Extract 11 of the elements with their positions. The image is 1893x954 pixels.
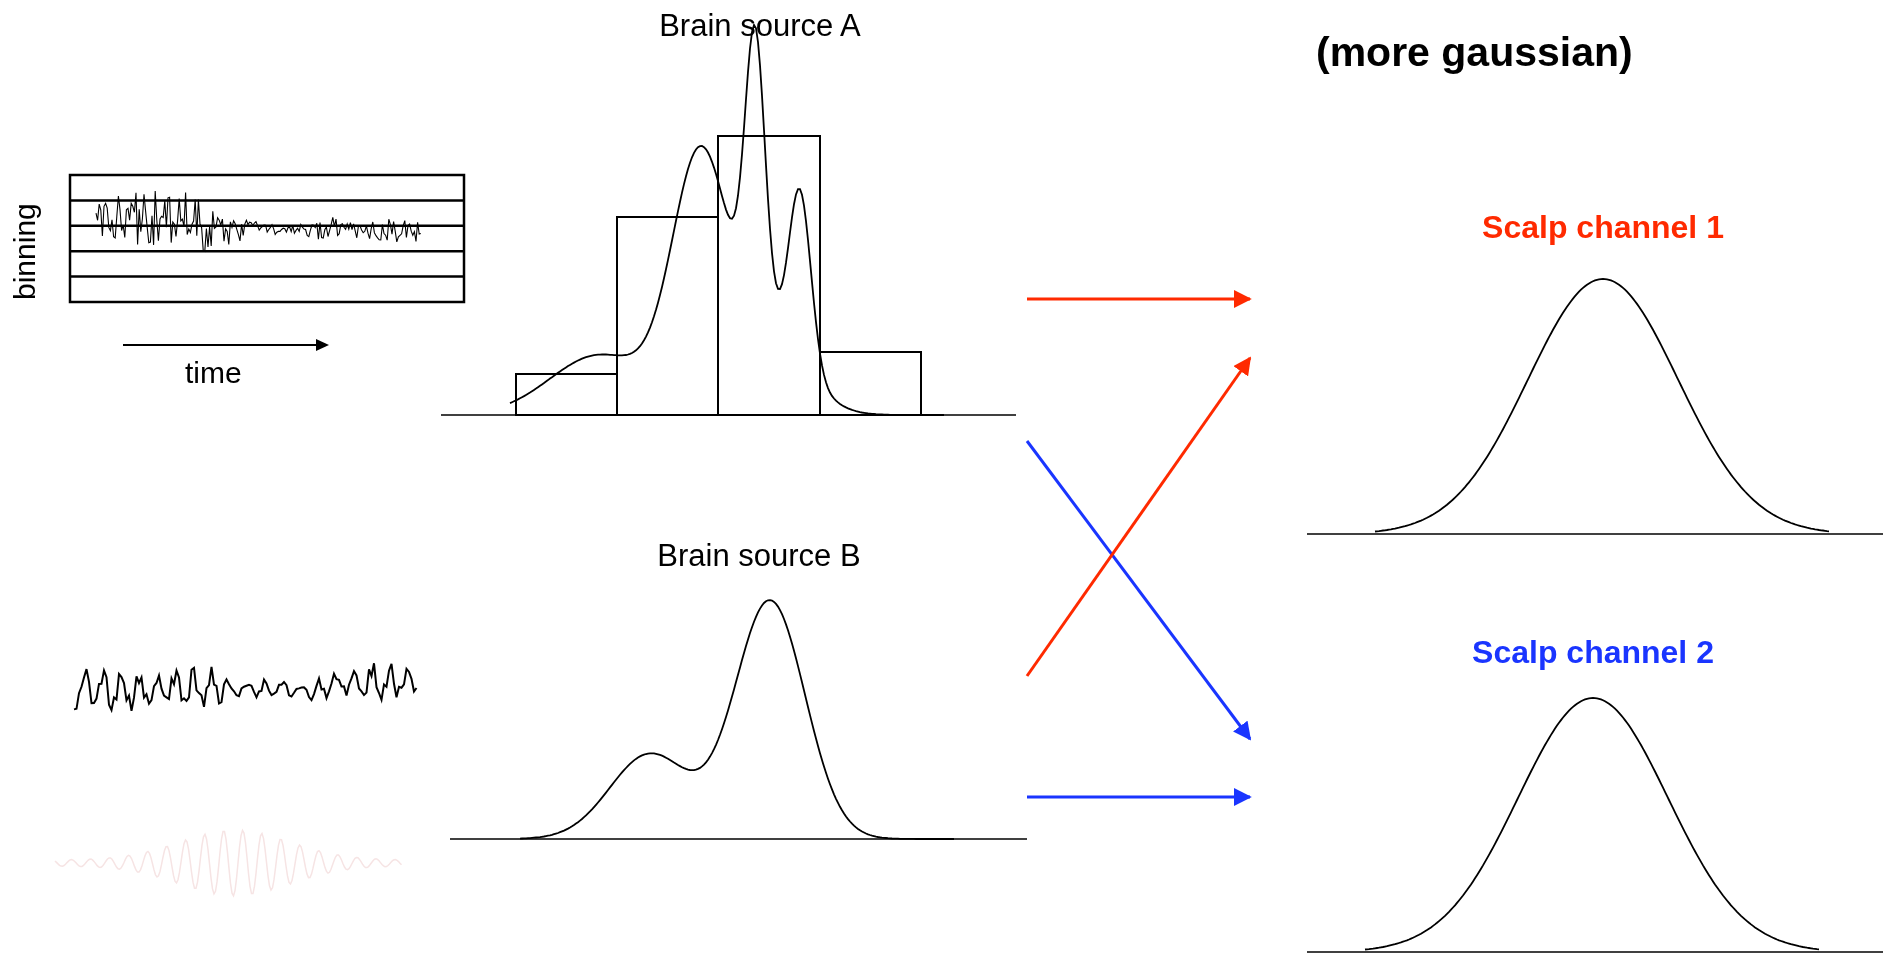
axis-label: binning — [8, 203, 42, 300]
arrow — [1025, 440, 1252, 741]
channel-label: Scalp channel 2 — [1472, 634, 1714, 670]
heading: (more gaussian) — [1316, 28, 1633, 76]
arrow — [1027, 788, 1252, 806]
arrow — [1025, 356, 1252, 677]
source-label: Brain source A — [659, 8, 861, 44]
source-label: Brain source B — [657, 538, 861, 574]
channel-label: Scalp channel 1 — [1482, 209, 1724, 245]
arrow — [1027, 290, 1252, 308]
axis-label: time — [185, 356, 242, 390]
